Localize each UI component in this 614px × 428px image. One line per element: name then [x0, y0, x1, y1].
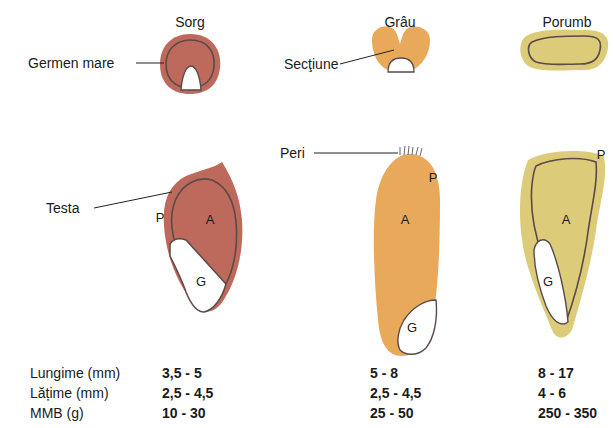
- part-name: Germen mare: [28, 55, 114, 71]
- corn-endosperm-outline: [529, 36, 601, 65]
- value-cell: 2,5 - 4,5: [370, 385, 421, 401]
- row-heading: Lățime (mm): [30, 385, 109, 401]
- part-letter: G: [543, 274, 553, 290]
- wheat-section: [372, 27, 430, 73]
- value-cell: 10 - 30: [162, 405, 206, 421]
- part-name: Secţiune: [284, 56, 338, 72]
- part-letter: P: [597, 147, 606, 163]
- part-letter: A: [206, 212, 215, 228]
- value-cell: 3,5 - 5: [162, 365, 202, 381]
- sorghum-grain: [164, 162, 243, 311]
- column-heading: Porumb: [542, 14, 591, 30]
- sorghum-germ: [170, 239, 226, 312]
- part-letter: A: [401, 212, 410, 228]
- corn-germ: [534, 240, 568, 324]
- part-letter: G: [196, 274, 206, 290]
- sorghum-section: [160, 34, 220, 94]
- part-name: Testa: [46, 200, 79, 216]
- part-letter: G: [407, 320, 417, 336]
- column-heading: Sorg: [175, 14, 205, 30]
- part-letter: P: [156, 210, 165, 226]
- value-cell: 5 - 8: [370, 365, 398, 381]
- row-heading: MMB (g): [30, 405, 84, 421]
- part-letter: P: [429, 170, 438, 186]
- corn-grain: [520, 151, 605, 337]
- wheat-hairs: [400, 146, 422, 156]
- value-cell: 2,5 - 4,5: [162, 385, 213, 401]
- value-cell: 4 - 6: [538, 385, 566, 401]
- part-name: Peri: [280, 145, 305, 161]
- part-letter: A: [562, 212, 571, 228]
- leader-line: [340, 50, 394, 64]
- leader-line: [94, 192, 172, 208]
- column-heading: Grâu: [384, 14, 415, 30]
- leader-line: [314, 153, 398, 154]
- value-cell: 25 - 50: [370, 405, 414, 421]
- leader-line: [136, 63, 164, 64]
- value-cell: 250 - 350: [538, 405, 597, 421]
- value-cell: 8 - 17: [538, 365, 574, 381]
- wheat-germ-section: [388, 58, 414, 72]
- corn-section: [520, 30, 608, 71]
- row-heading: Lungime (mm): [30, 365, 120, 381]
- wheat-germ: [398, 300, 437, 354]
- wheat-grain: [374, 154, 440, 356]
- sorghum-germ-section: [181, 66, 201, 90]
